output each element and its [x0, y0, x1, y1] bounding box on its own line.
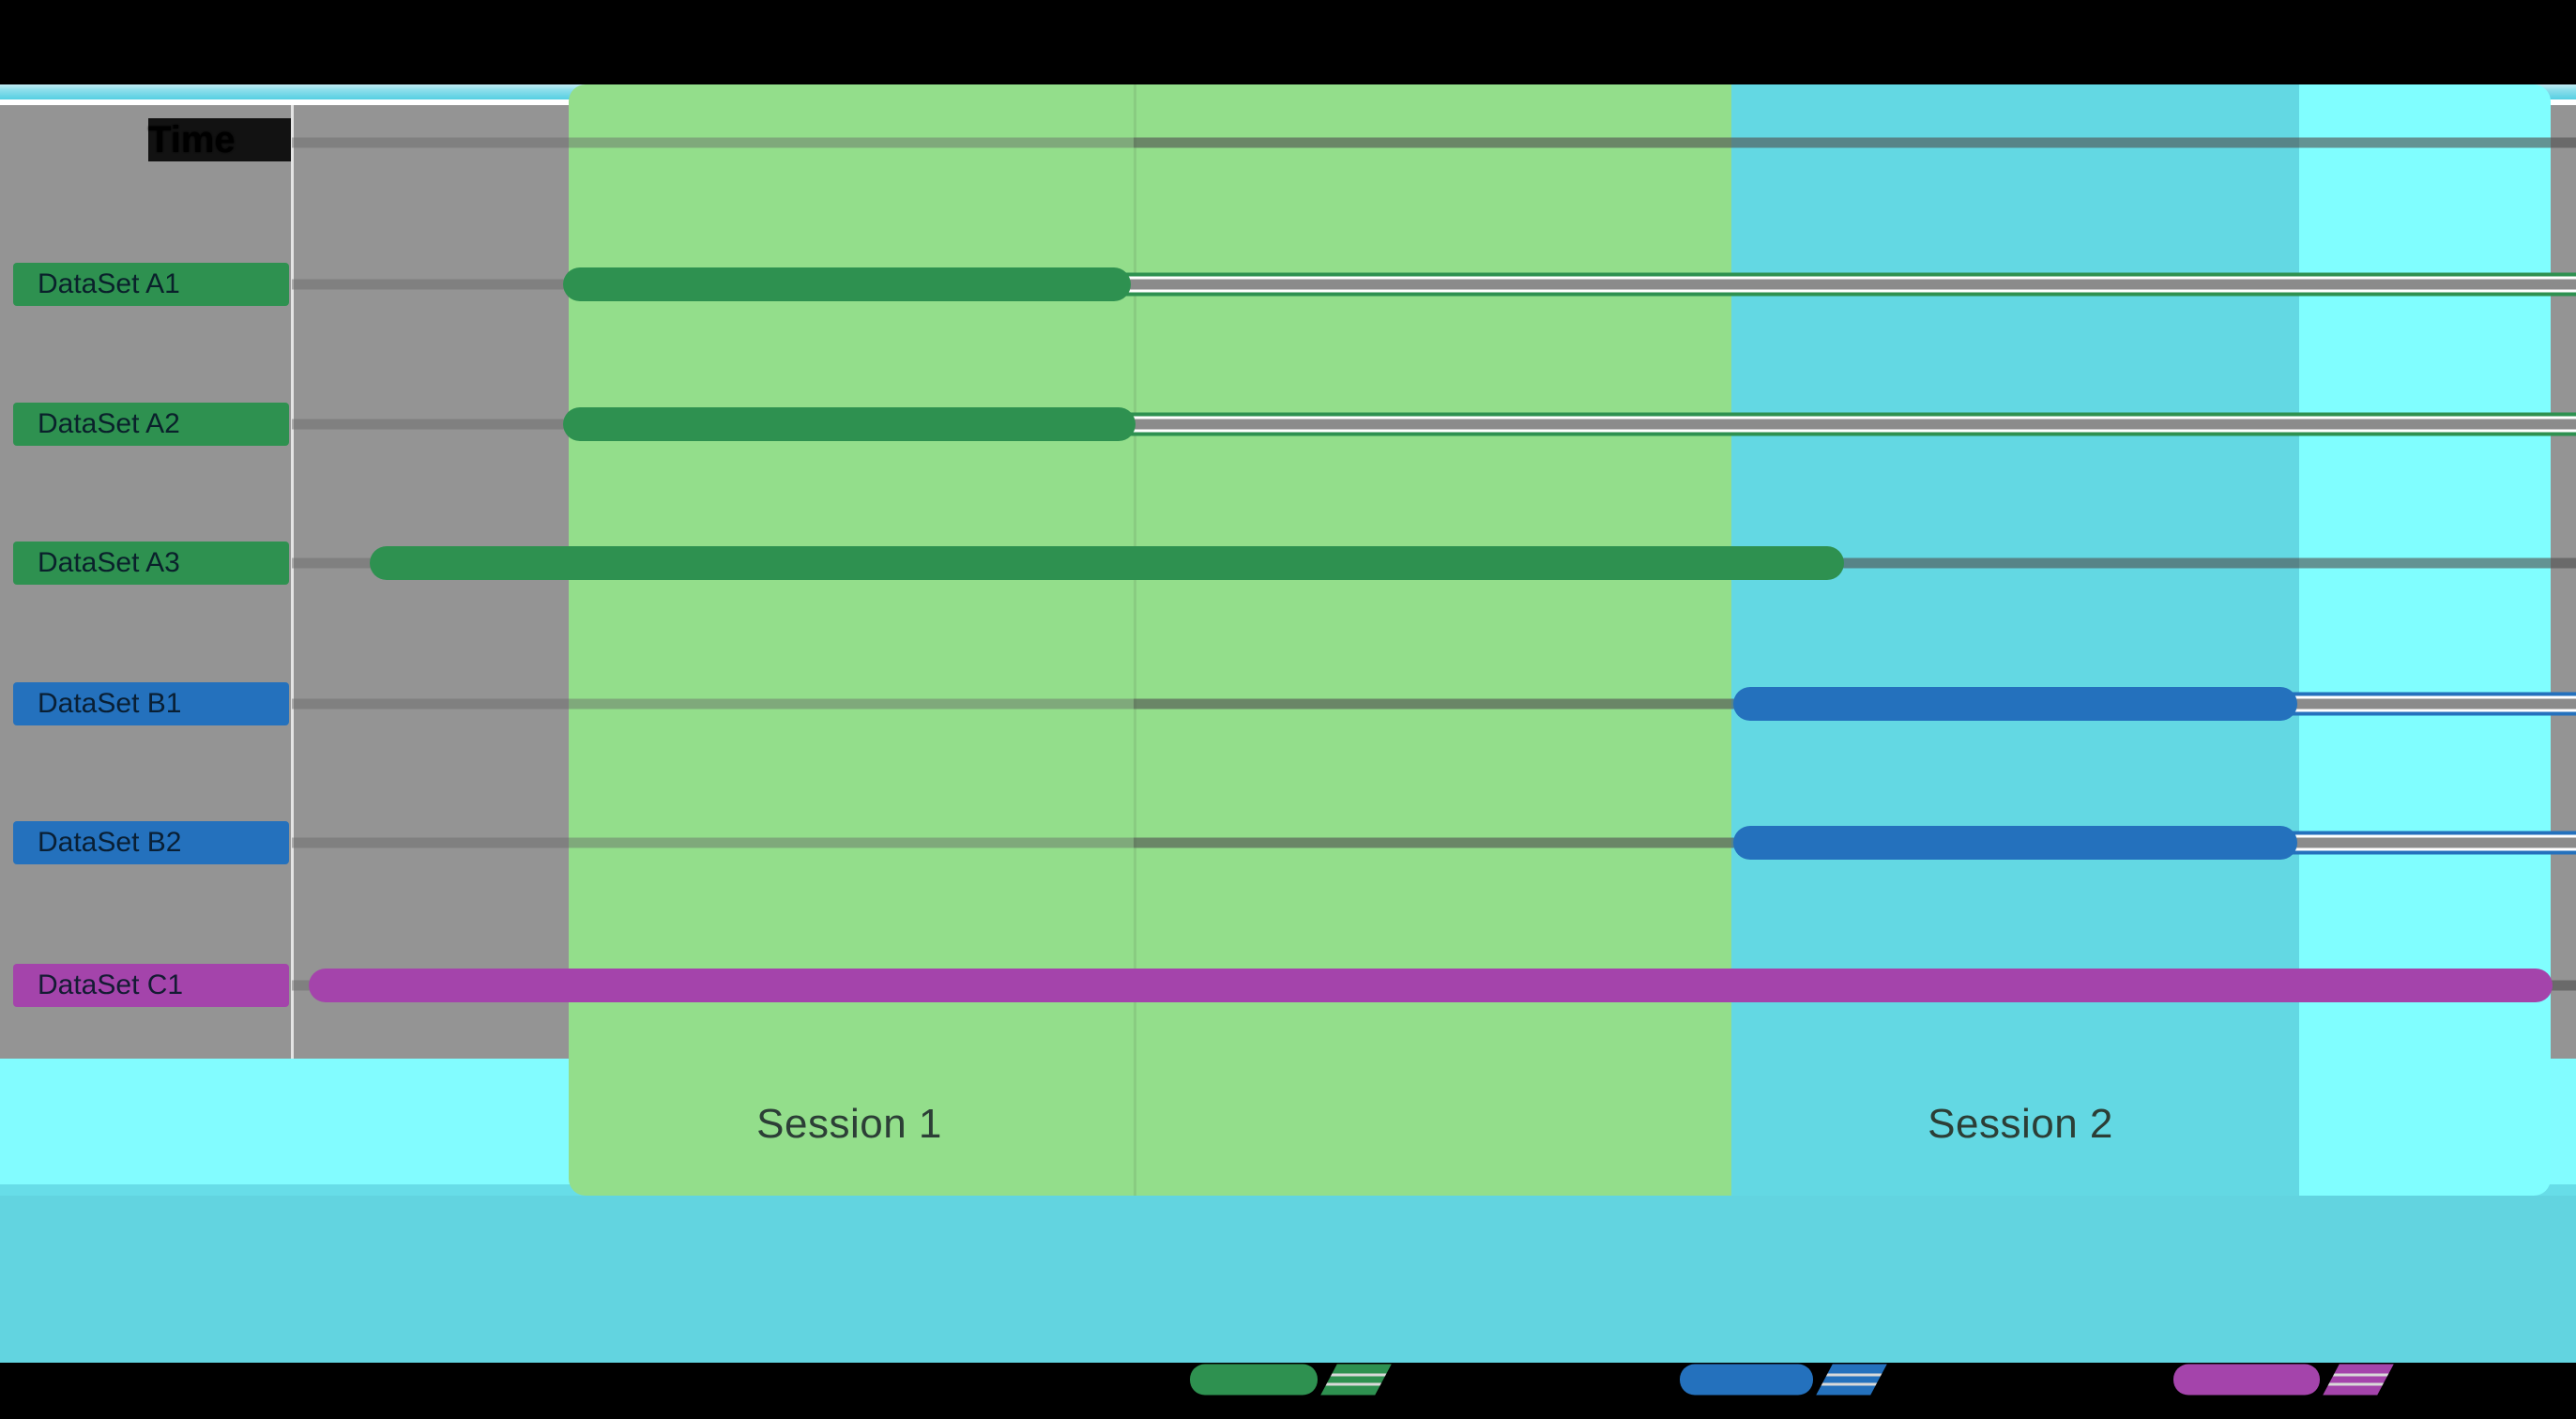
gantt-bar-4[interactable]	[1733, 687, 2297, 721]
row-label-chip-6: DataSet C1	[13, 964, 289, 1007]
bottom-cyan-band	[0, 1196, 2576, 1363]
session-column-2	[1731, 84, 2299, 1196]
gantt-bar-3[interactable]	[370, 546, 1844, 580]
time-axis-label: Time	[148, 118, 291, 161]
gantt-bar-2[interactable]	[563, 407, 1136, 441]
row-label-chip-3: DataSet A3	[13, 542, 289, 585]
legend-swatch-3[interactable]	[2173, 1364, 2320, 1396]
bar-extension-2	[1126, 412, 2576, 436]
gridline-row-1-left	[292, 137, 1134, 148]
row-label-chip-4: DataSet B1	[13, 682, 289, 725]
legend-swatch-1[interactable]	[1190, 1364, 1318, 1396]
bar-extension-5	[2288, 831, 2576, 855]
session-column-3	[2299, 84, 2551, 1196]
y-axis-line	[291, 105, 294, 1059]
bar-extension-1	[1121, 272, 2576, 297]
legend-slash-2	[1816, 1364, 1887, 1396]
gridline-row-5-left	[292, 698, 1134, 710]
bar-extension-4	[2288, 692, 2576, 716]
gridline-row-4-right	[1134, 557, 2576, 569]
gantt-bar-5[interactable]	[1733, 826, 2297, 860]
legend-swatch-2[interactable]	[1680, 1364, 1813, 1396]
row-label-chip-5: DataSet B2	[13, 821, 289, 864]
gantt-bar-1[interactable]	[563, 267, 1131, 301]
row-label-chip-1: DataSet A1	[13, 263, 289, 306]
vertical-tick-line	[1134, 84, 1136, 1196]
session-1-label: Session 1	[756, 1101, 942, 1147]
legend-slash-1	[1320, 1364, 1392, 1396]
gantt-bar-6[interactable]	[309, 969, 2553, 1002]
row-label-chip-2: DataSet A2	[13, 403, 289, 446]
session-2-label: Session 2	[1928, 1101, 2113, 1147]
gridline-row-6-left	[292, 837, 1134, 848]
legend-slash-3	[2323, 1364, 2394, 1396]
gridline-row-1-right	[1134, 137, 2576, 148]
top-title-bar	[0, 0, 2576, 84]
